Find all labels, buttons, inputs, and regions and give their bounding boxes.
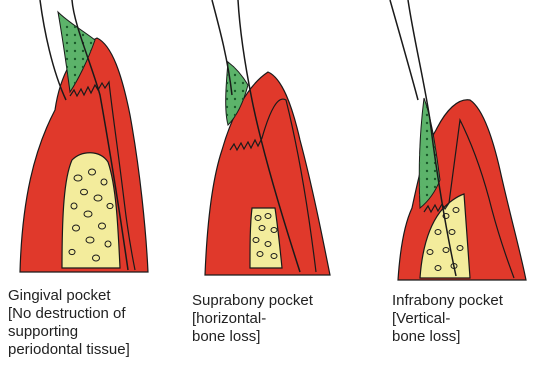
gingival-pocket-caption: Gingival pocket [No destruction of suppo… — [8, 287, 130, 359]
caption-line: Suprabony pocket — [192, 292, 313, 310]
suprabony-pocket-illustration — [205, 0, 330, 275]
caption-line: [No destruction of — [8, 305, 130, 323]
caption-line: supporting — [8, 323, 130, 341]
caption-line: bone loss] — [192, 328, 313, 346]
suprabony-pocket-caption: Suprabony pocket [horizontal- bone loss] — [192, 292, 313, 346]
caption-line: Gingival pocket — [8, 287, 130, 305]
infrabony-pocket-illustration — [390, 0, 526, 280]
infrabony-pocket-caption: Infrabony pocket [Vertical- bone loss] — [392, 292, 503, 346]
caption-line: periodontal tissue] — [8, 341, 130, 359]
caption-line: [horizontal- — [192, 310, 313, 328]
caption-line: bone loss] — [392, 328, 503, 346]
caption-line: [Vertical- — [392, 310, 503, 328]
caption-line: Infrabony pocket — [392, 292, 503, 310]
gingival-pocket-illustration — [20, 0, 148, 272]
